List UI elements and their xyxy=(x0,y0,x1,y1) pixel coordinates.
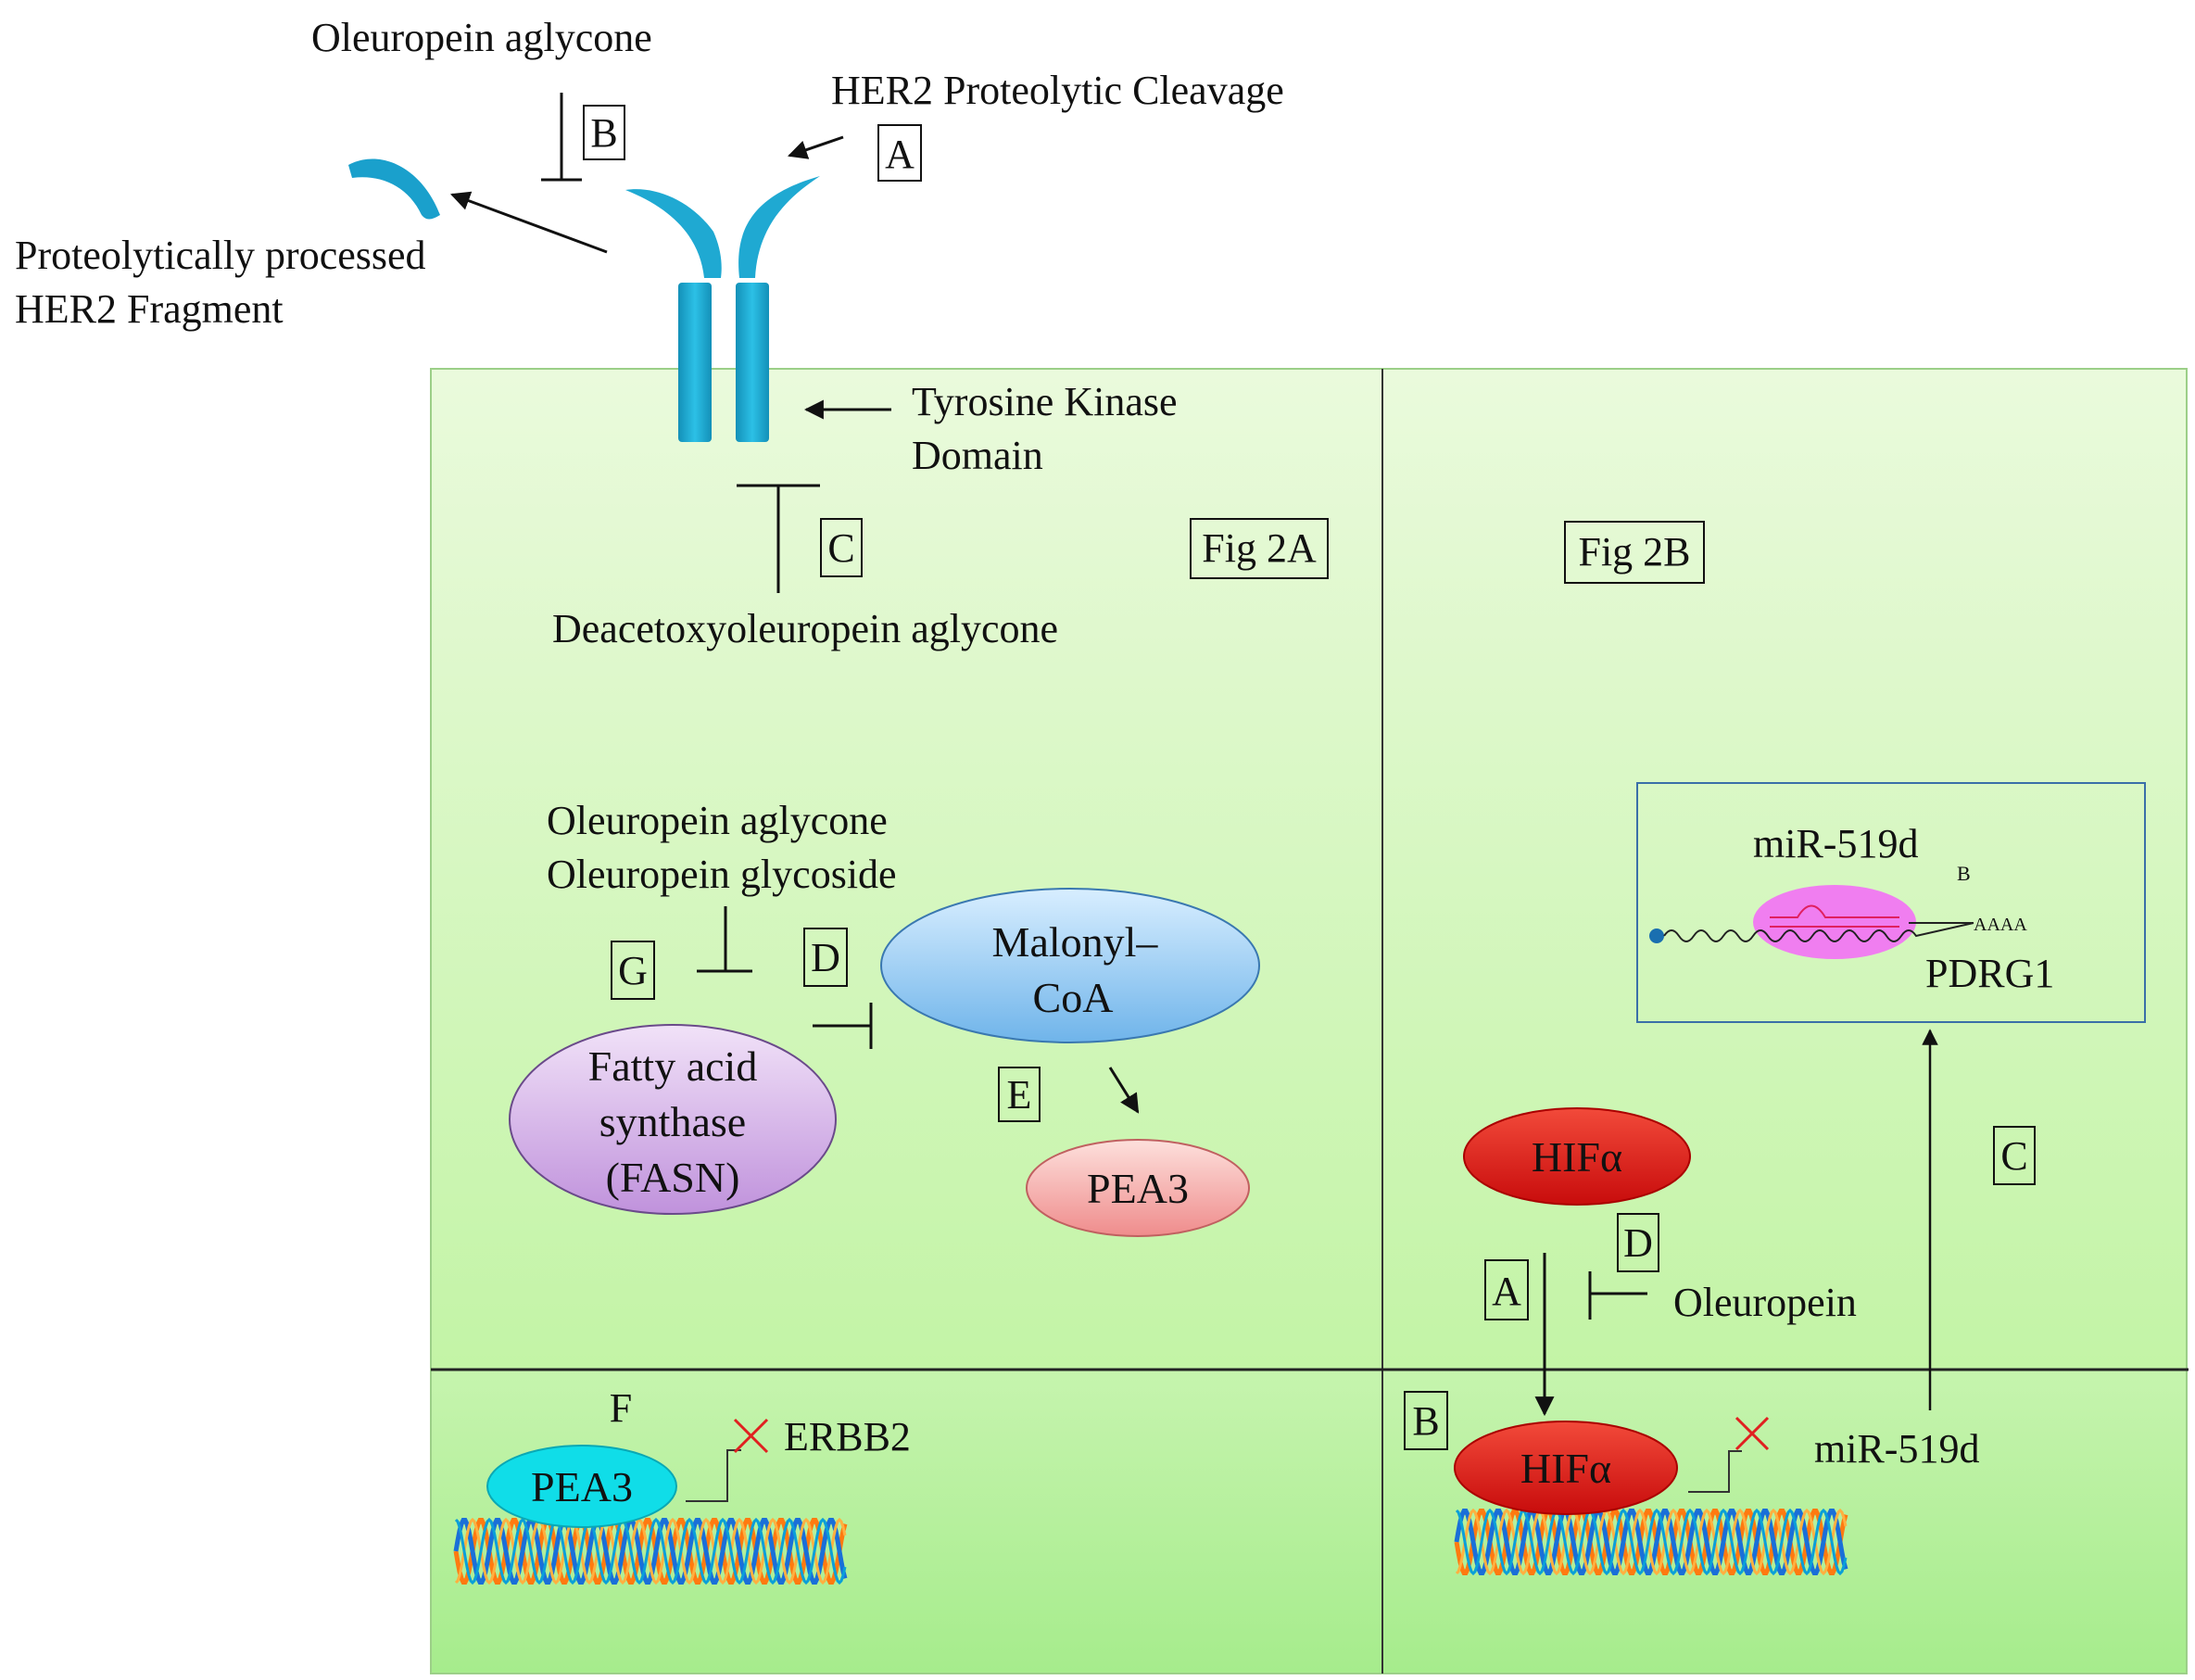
hif-nucleus-node xyxy=(1454,1421,1678,1515)
malonyl-coa-node xyxy=(880,888,1260,1043)
helix-strand xyxy=(1454,1509,1848,1575)
fasn-node xyxy=(509,1024,837,1215)
label-box-e xyxy=(998,1067,1041,1122)
fig2b-tag: Fig 2B xyxy=(1578,529,1690,575)
fasn-line1: Fatty acid xyxy=(588,1042,758,1090)
label-a-c: C xyxy=(827,525,854,571)
label-b-d: D xyxy=(1623,1220,1653,1266)
tyrosine-line2: Domain xyxy=(912,433,1043,478)
fig2a-tag: Fig 2A xyxy=(1202,525,1317,571)
label-e: E xyxy=(1007,1072,1032,1118)
receptor-right-head xyxy=(738,176,820,278)
helix-strand xyxy=(454,1517,847,1585)
top-her2-cleavage: HER2 Proteolytic Cleavage xyxy=(831,68,1284,113)
erbb2-label: ERBB2 xyxy=(784,1414,911,1459)
helix-strand xyxy=(1455,1508,1848,1576)
receptor-left-stalk xyxy=(678,283,712,442)
receptor-right-stalk xyxy=(736,283,769,442)
label-box-g xyxy=(611,941,655,1000)
arrow-top-a xyxy=(788,135,844,159)
label-g: G xyxy=(618,948,648,993)
her2-fragment xyxy=(348,158,440,220)
helix-strand xyxy=(453,1518,848,1585)
label-b-c: C xyxy=(2000,1133,2027,1179)
fig2a-tag-box xyxy=(1190,518,1329,579)
label-f: F xyxy=(610,1385,632,1431)
helix-strand xyxy=(1454,1509,1848,1575)
dna-helix-a xyxy=(453,1517,848,1585)
promoter-b xyxy=(1688,1450,1742,1493)
helix-strand xyxy=(1455,1508,1848,1576)
label-box-a-c xyxy=(820,518,863,577)
hif-nucleus-label: HIFα xyxy=(1520,1445,1611,1492)
mirna-box xyxy=(1636,782,2146,1023)
label-b-a: A xyxy=(1492,1269,1521,1314)
olea-line2: Oleuropein glycoside xyxy=(547,852,897,897)
fasn-line2: synthase xyxy=(599,1098,746,1145)
mrna-strand xyxy=(1663,922,1974,942)
label-b-b: B xyxy=(1412,1398,1439,1444)
hif-cyto-label: HIFα xyxy=(1532,1133,1622,1181)
pea3-cyto-label: PEA3 xyxy=(1087,1165,1189,1212)
deacetoxy-label: Deacetoxyoleuropein aglycone xyxy=(552,606,1058,651)
mrna-cap xyxy=(1649,928,1664,943)
polya-label: AAAA xyxy=(1974,915,2027,935)
dna-helix-b xyxy=(1454,1508,1848,1576)
label-box-b-a xyxy=(1484,1259,1529,1320)
malonyl-line2: CoA xyxy=(1033,974,1114,1021)
mirna-blob xyxy=(1753,885,1916,959)
label-box-d xyxy=(803,928,848,987)
oleuropein-label: Oleuropein xyxy=(1673,1280,1857,1325)
fragment-label-line2: HER2 Fragment xyxy=(15,286,284,332)
pea3-nucleus-node xyxy=(486,1445,677,1528)
mir-bottom-label: miR-519d xyxy=(1814,1426,1979,1472)
arrow-e xyxy=(1108,1067,1140,1114)
label-box-top-a xyxy=(877,124,922,182)
her2-receptor xyxy=(348,158,820,442)
malonyl-line1: Malonyl– xyxy=(992,918,1159,966)
helix-strand xyxy=(454,1517,847,1585)
pea3-cyto-node xyxy=(1026,1139,1250,1237)
top-oleuropein-aglycone: Oleuropein aglycone xyxy=(311,15,652,60)
label-d: D xyxy=(811,935,840,980)
helix-strand xyxy=(453,1518,848,1585)
fasn-line3: (FASN) xyxy=(606,1154,740,1201)
label-box-b-b xyxy=(1404,1391,1448,1450)
tyrosine-line1: Tyrosine Kinase xyxy=(912,379,1178,424)
fig2b-tag-box xyxy=(1564,521,1705,584)
pea3-nucleus-label: PEA3 xyxy=(531,1463,633,1510)
label-box-top-b xyxy=(583,105,625,160)
hif-cyto-node xyxy=(1463,1107,1691,1206)
block-x-b xyxy=(1735,1416,1770,1451)
label-box-b-c xyxy=(1993,1126,2036,1185)
label-top-a: A xyxy=(885,132,915,177)
mir-sub-label: B xyxy=(1957,862,1971,885)
arrow-to-fragment xyxy=(450,191,608,254)
promoter-a xyxy=(686,1449,741,1502)
receptor-left-head xyxy=(625,189,722,278)
cell-border xyxy=(430,368,2188,1674)
block-x-a xyxy=(733,1418,769,1454)
olea-line1: Oleuropein aglycone xyxy=(547,798,888,843)
mir-top-label: miR-519d xyxy=(1753,821,1918,866)
pdrg1-label: PDRG1 xyxy=(1925,951,2054,996)
label-box-b-d xyxy=(1617,1213,1659,1272)
label-top-b: B xyxy=(590,110,617,156)
fragment-label-line1: Proteolytically processed xyxy=(15,233,426,278)
mirna-hairpin xyxy=(1770,904,1899,928)
